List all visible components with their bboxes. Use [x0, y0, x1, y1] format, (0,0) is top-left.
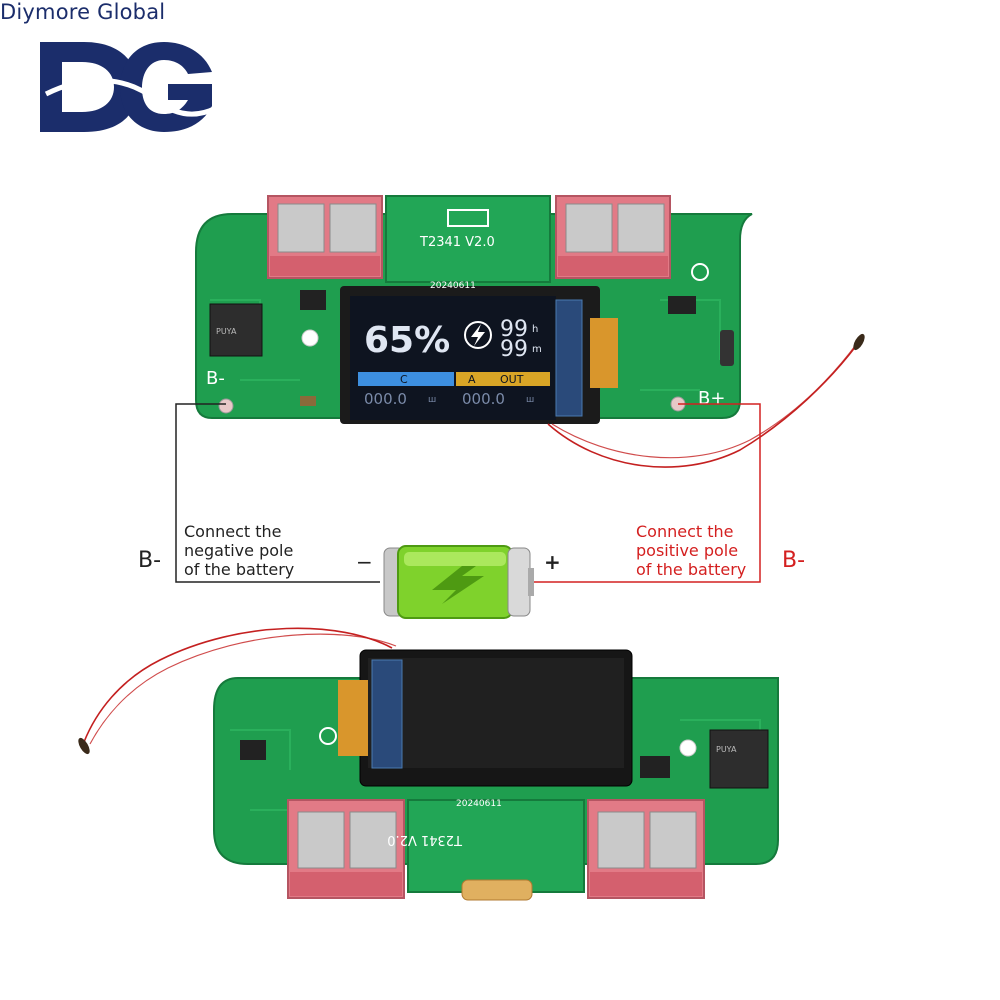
usb-port-top-left [267, 195, 383, 279]
battery-minus-sign: − [356, 550, 373, 574]
top-chip-marking: PUYA [216, 327, 237, 336]
right-terminal-label: B- [782, 548, 806, 573]
charging-bolt-icon [471, 324, 485, 346]
display-input-bar [358, 372, 454, 386]
battery-icon [383, 545, 534, 619]
top-pcb-board [195, 195, 753, 424]
negative-caption: Connect the negative pole of the battery [184, 522, 295, 579]
display-left-unit: ш [428, 395, 436, 405]
usb-port-bottom-right [587, 799, 705, 899]
display-right-unit: ш [526, 395, 534, 405]
positive-caption: Connect the positive pole of the battery [636, 522, 747, 579]
usb-port-bottom-left [287, 799, 405, 899]
negative-wire [175, 403, 380, 583]
thermistor-probe [853, 333, 865, 351]
display-minutes: 99 [500, 337, 528, 362]
thermistor-probe-bottom [78, 737, 90, 755]
display-left-reading: 000.0 [364, 390, 407, 408]
microcontroller-chip [209, 303, 263, 357]
top-terminal-b-plus: B+ [698, 388, 725, 409]
left-terminal-label: B- [138, 548, 162, 573]
display-hours: 99 [500, 317, 528, 342]
bottom-microcontroller-chip [709, 729, 769, 789]
display-minutes-unit: m [532, 344, 542, 355]
display-right-bar-label-b: OUT [500, 373, 524, 386]
top-model-label: T2341 V2.0 [419, 235, 495, 250]
bottom-pcb-board [213, 649, 779, 901]
top-terminal-b-minus: B- [206, 368, 225, 389]
positive-wire [532, 403, 761, 583]
battery-plus-sign: + [544, 550, 561, 574]
bottom-chip-marking: PUYA [716, 745, 737, 754]
bottom-model-label: T2341 V2.0 [387, 832, 463, 847]
usb-port-top-right [555, 195, 671, 279]
lcd-display [340, 286, 618, 424]
display-percent: 65% [364, 320, 450, 361]
top-date-code: 20240611 [430, 281, 476, 291]
diymore-logo [40, 42, 218, 132]
display-right-bar-label-a: A [468, 373, 476, 386]
display-hours-unit: h [532, 324, 538, 335]
display-output-bar [456, 372, 550, 386]
display-right-reading: 000.0 [462, 390, 505, 408]
display-left-bar-label: C [400, 373, 408, 386]
brand-name: Diymore Global [0, 0, 166, 24]
bottom-date-code: 20240611 [456, 799, 502, 809]
usb-c-port [461, 879, 533, 901]
